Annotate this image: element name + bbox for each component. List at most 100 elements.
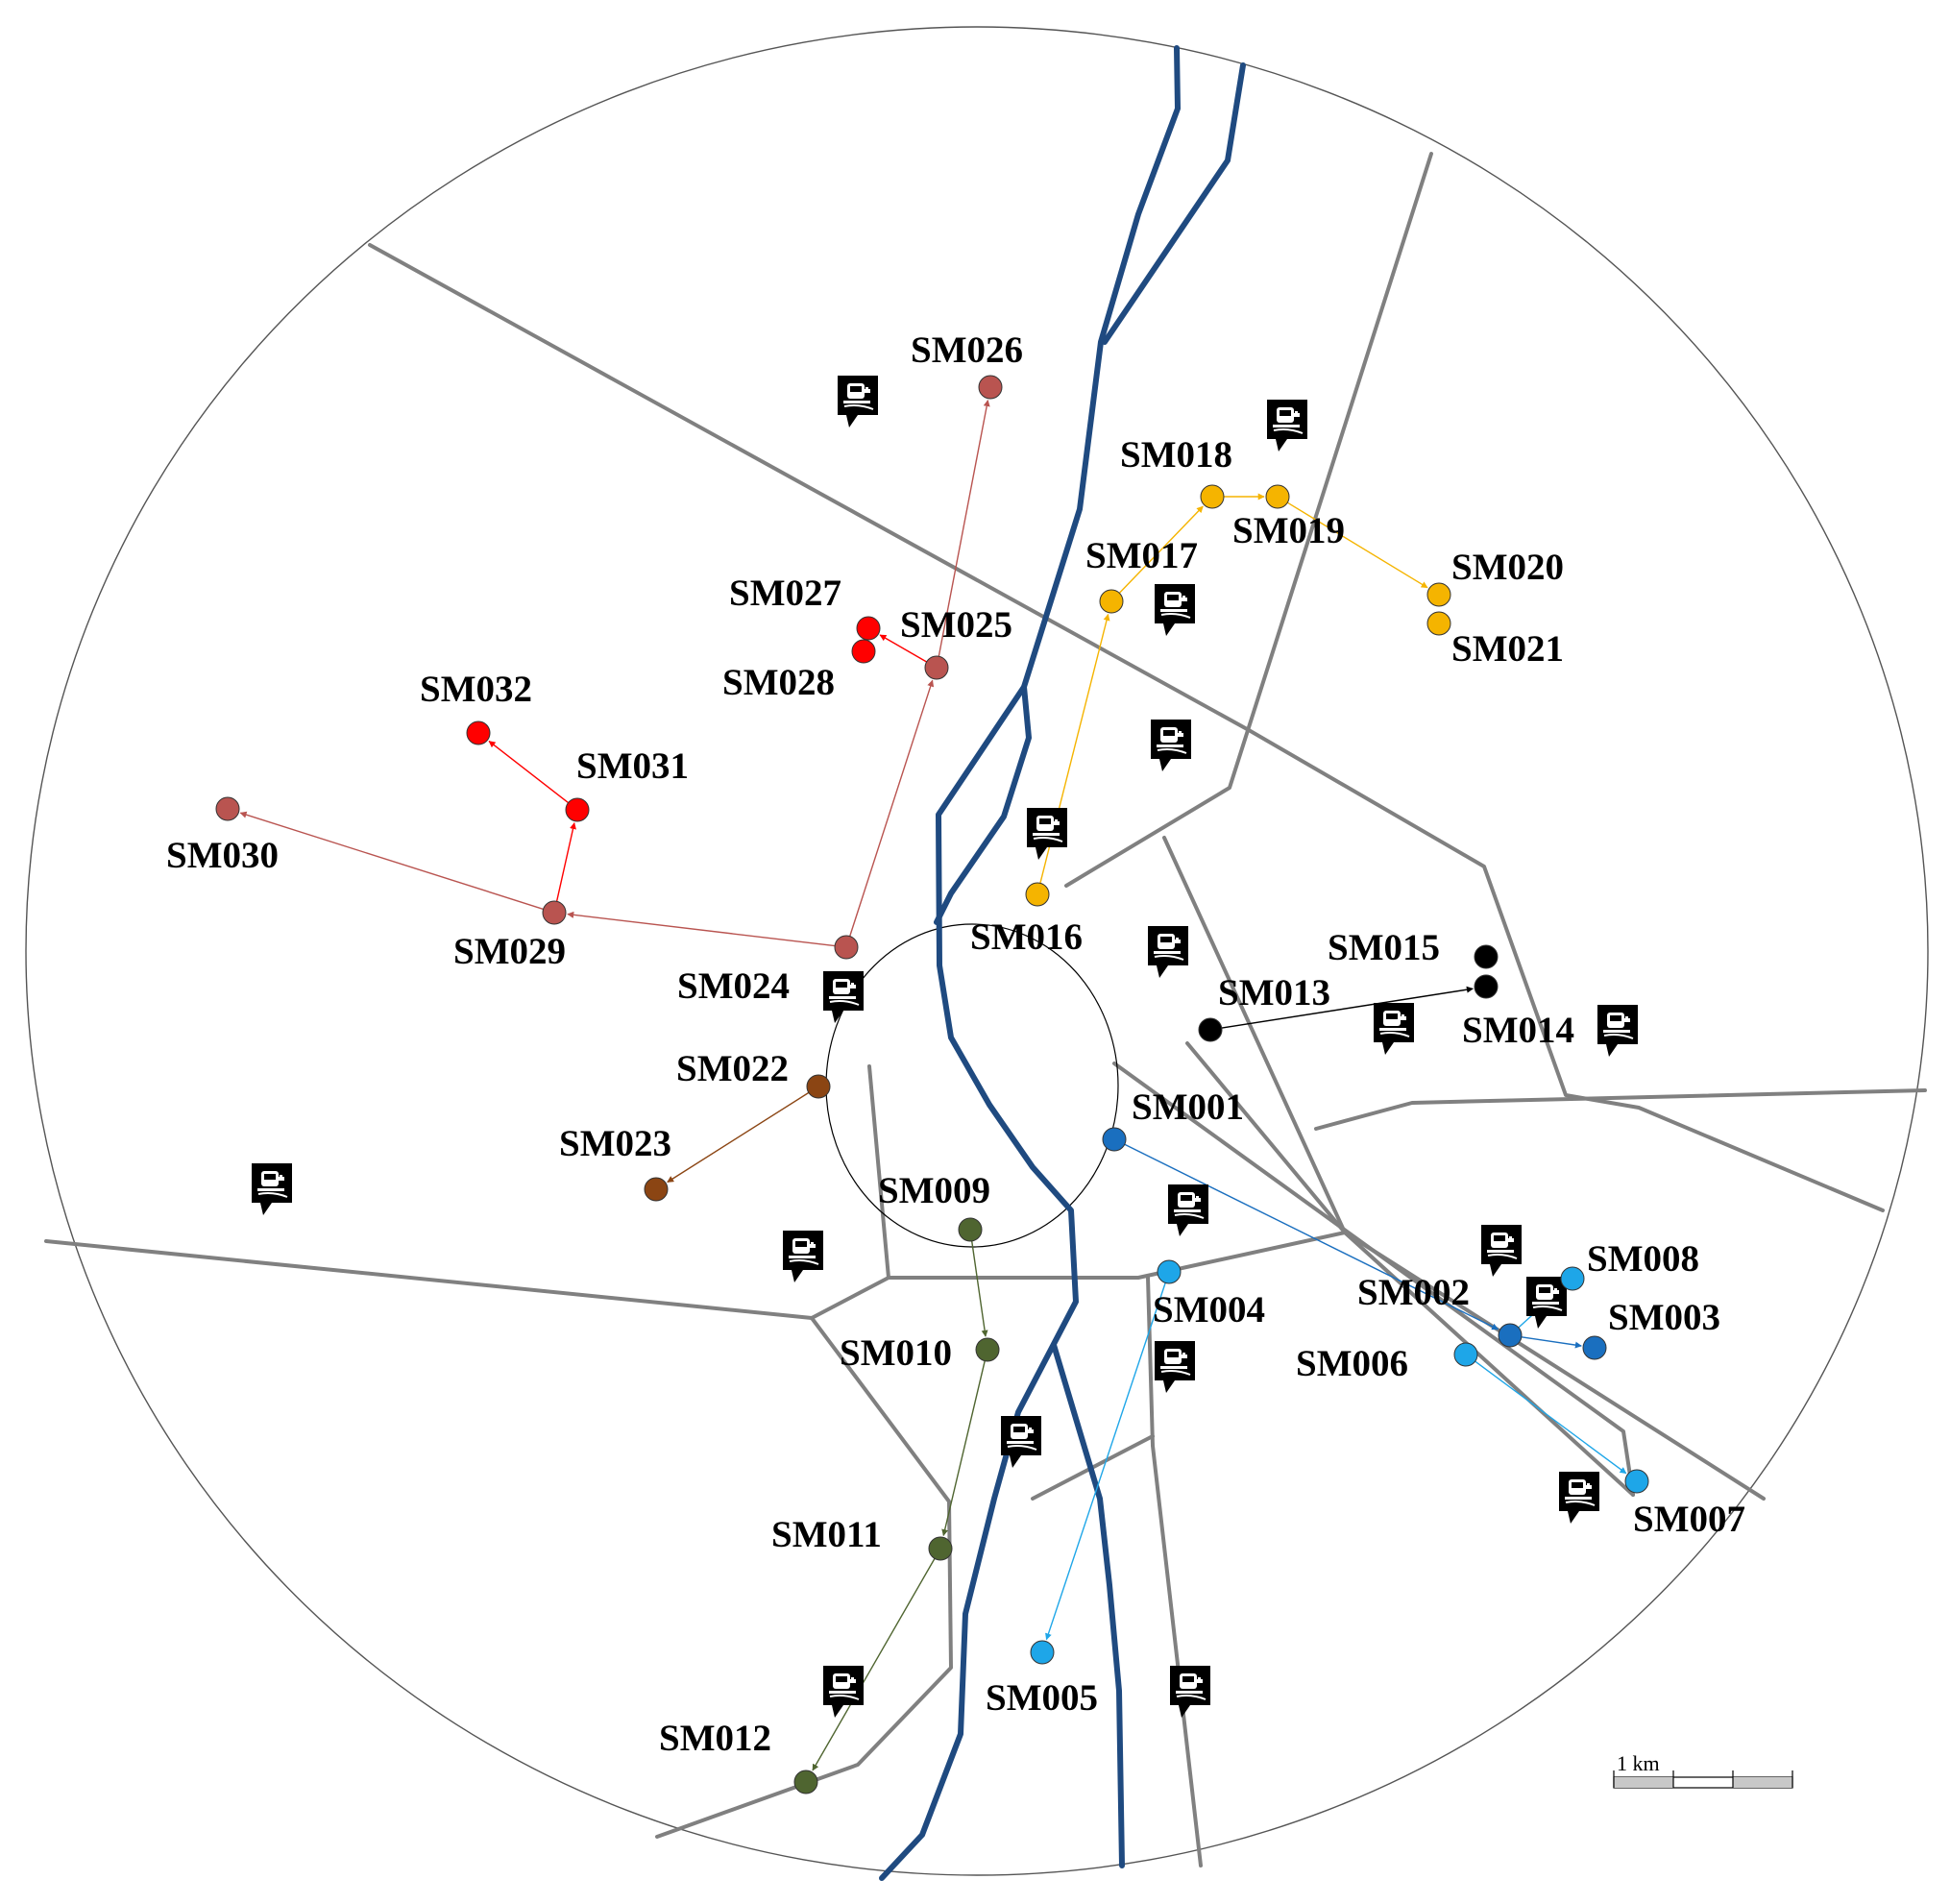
link-sm019-sm020 (1286, 501, 1428, 589)
site-marker-sm002[interactable] (1498, 1323, 1523, 1348)
link-sm011-sm012 (812, 1558, 936, 1771)
study-area-boundary (25, 26, 1929, 1876)
site-marker-sm015[interactable] (1474, 944, 1499, 969)
link-sm002-sm003 (1521, 1336, 1582, 1349)
site-label-sm013: SM013 (1218, 972, 1330, 1013)
site-label-sm030: SM030 (166, 835, 279, 876)
link-sm025-sm026 (938, 400, 990, 657)
site-label-sm010: SM010 (840, 1332, 952, 1374)
link-sm022-sm023 (667, 1091, 810, 1184)
link-sm006-sm007 (1475, 1360, 1627, 1475)
site-label-sm005: SM005 (986, 1677, 1098, 1719)
site-marker-sm032[interactable] (466, 720, 491, 745)
site-marker-sm023[interactable] (644, 1177, 669, 1202)
site-marker-sm014[interactable] (1474, 974, 1499, 999)
site-label-sm007: SM007 (1633, 1499, 1745, 1540)
site-marker-sm005[interactable] (1030, 1640, 1055, 1665)
road (1185, 1041, 1347, 1234)
site-marker-sm007[interactable] (1624, 1469, 1649, 1494)
site-marker-sm025[interactable] (924, 655, 949, 680)
site-marker-sm013[interactable] (1198, 1017, 1223, 1042)
site-marker-sm018[interactable] (1200, 484, 1225, 509)
site-label-sm020: SM020 (1451, 547, 1564, 588)
site-label-sm001: SM001 (1132, 1086, 1244, 1128)
site-label-sm008: SM008 (1587, 1238, 1699, 1280)
site-label-sm029: SM029 (453, 931, 566, 972)
site-marker-sm026[interactable] (978, 375, 1003, 400)
site-label-sm026: SM026 (911, 330, 1023, 371)
river-channel (1051, 1342, 1125, 1868)
site-marker-sm019[interactable] (1265, 484, 1290, 509)
link-sm029-sm030 (239, 811, 544, 911)
site-label-sm011: SM011 (771, 1514, 882, 1555)
site-label-sm002: SM002 (1357, 1272, 1470, 1313)
link-sm013-sm014 (1221, 986, 1474, 1029)
site-marker-sm021[interactable] (1426, 611, 1451, 636)
site-label-sm015: SM015 (1328, 927, 1440, 968)
road (44, 1231, 1766, 1501)
site-label-sm012: SM012 (659, 1718, 771, 1759)
site-label-sm004: SM004 (1153, 1289, 1265, 1330)
site-marker-sm004[interactable] (1157, 1259, 1182, 1284)
link-layer (239, 400, 1627, 1771)
link-sm017-sm018 (1118, 505, 1204, 594)
site-marker-sm010[interactable] (975, 1337, 1000, 1362)
site-label-sm022: SM022 (676, 1048, 789, 1089)
site-marker-sm020[interactable] (1426, 582, 1451, 607)
link-sm001-sm002 (1124, 1143, 1499, 1330)
river (879, 45, 1246, 1881)
site-layer (215, 375, 1649, 1794)
site-label-sm009: SM009 (878, 1170, 990, 1211)
road (1314, 1088, 1927, 1131)
road (867, 1064, 890, 1280)
site-marker-sm003[interactable] (1582, 1335, 1607, 1360)
site-label-sm027: SM027 (729, 573, 841, 614)
site-label-sm017: SM017 (1085, 535, 1198, 576)
site-marker-sm009[interactable] (958, 1217, 983, 1242)
site-marker-sm012[interactable] (793, 1770, 818, 1794)
site-marker-sm017[interactable] (1099, 589, 1124, 614)
site-marker-sm011[interactable] (928, 1536, 953, 1561)
road-network (44, 152, 1927, 1867)
road (368, 243, 1885, 1212)
road (1146, 1276, 1203, 1867)
site-marker-sm022[interactable] (806, 1074, 831, 1099)
site-marker-sm016[interactable] (1025, 882, 1050, 907)
site-marker-sm024[interactable] (834, 935, 859, 960)
link-sm010-sm011 (941, 1360, 986, 1537)
site-label-sm032: SM032 (420, 669, 532, 710)
site-marker-sm030[interactable] (215, 796, 240, 821)
link-sm031-sm032 (488, 741, 569, 804)
scale-bar-segment (1733, 1777, 1792, 1788)
site-marker-sm027[interactable] (856, 616, 881, 641)
scale-bar-label: 1 km (1617, 1751, 1660, 1775)
link-sm004-sm005 (1045, 1282, 1166, 1641)
river-channel (934, 684, 1032, 925)
site-label-sm021: SM021 (1451, 628, 1564, 670)
link-sm009-sm010 (971, 1240, 988, 1337)
site-label-sm019: SM019 (1232, 510, 1345, 551)
link-sm024-sm025 (849, 679, 935, 937)
site-marker-sm031[interactable] (565, 797, 590, 822)
site-marker-sm028[interactable] (851, 639, 876, 664)
river-channel (879, 45, 1181, 1881)
site-label-sm003: SM003 (1608, 1297, 1720, 1338)
site-label-sm025: SM025 (900, 604, 1012, 646)
site-marker-sm008[interactable] (1560, 1266, 1585, 1291)
link-sm024-sm029 (567, 911, 836, 947)
site-marker-sm006[interactable] (1453, 1342, 1478, 1367)
site-label-sm028: SM028 (722, 662, 835, 703)
site-marker-sm001[interactable] (1102, 1127, 1127, 1152)
site-label-sm024: SM024 (677, 965, 790, 1007)
river-channel (1102, 62, 1246, 345)
site-marker-sm029[interactable] (542, 900, 567, 925)
site-label-sm014: SM014 (1462, 1010, 1574, 1051)
road (655, 1316, 953, 1839)
site-label-sm023: SM023 (559, 1123, 671, 1164)
road (1064, 152, 1433, 888)
site-label-sm006: SM006 (1296, 1343, 1408, 1384)
site-label-sm018: SM018 (1120, 434, 1232, 476)
scale-bar-segment (1614, 1777, 1673, 1788)
link-sm029-sm031 (555, 822, 576, 902)
